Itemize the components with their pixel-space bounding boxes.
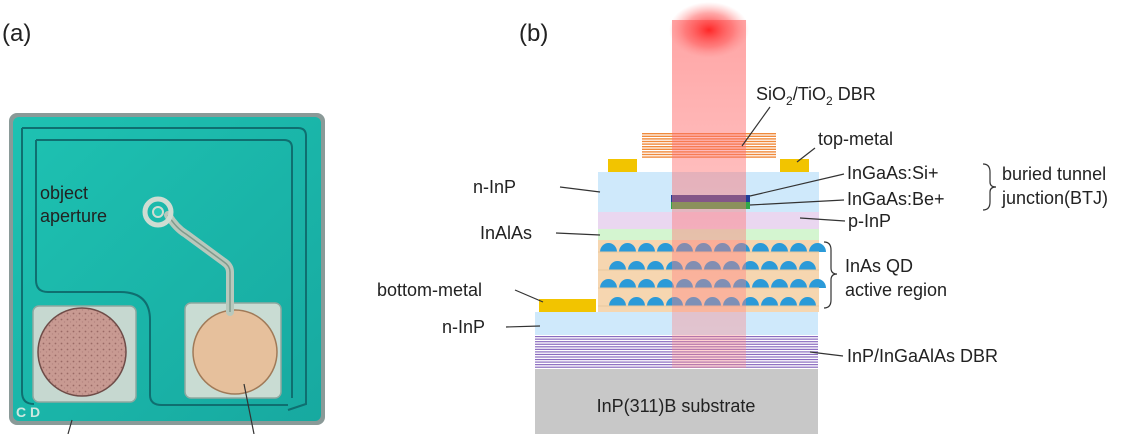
quantum-dot bbox=[761, 261, 778, 270]
top-dbr-leader bbox=[741, 106, 771, 147]
quantum-dot bbox=[771, 243, 788, 252]
p-inp-label: p-InP bbox=[848, 211, 891, 231]
aperture-ring bbox=[142, 196, 174, 228]
p-inp-leader bbox=[799, 217, 846, 222]
quantum-dot bbox=[657, 243, 674, 252]
pad-left-leader bbox=[67, 419, 73, 434]
ingaas-be-label: InGaAs:Be+ bbox=[847, 189, 945, 209]
bottom-metal-leader bbox=[514, 289, 544, 303]
btj-label-line1: buried tunnel bbox=[1002, 164, 1106, 184]
quantum-dot bbox=[619, 279, 636, 288]
bottom-dbr-label: InP/InGaAlAs DBR bbox=[847, 346, 998, 366]
microscope-image: object aperture C D bbox=[9, 113, 325, 434]
quantum-dot bbox=[742, 297, 759, 306]
quantum-dot bbox=[609, 261, 626, 270]
btj-label-line2: junction(BTJ) bbox=[1001, 188, 1108, 208]
object-aperture bbox=[152, 206, 164, 218]
quantum-dot bbox=[600, 243, 617, 252]
top-metal-right bbox=[780, 159, 809, 172]
ingaas-si-label: InGaAs:Si+ bbox=[847, 163, 939, 183]
aperture-label-line1: object bbox=[40, 183, 88, 203]
substrate-label: InP(311)B substrate bbox=[597, 396, 756, 416]
n-inp-top-leader bbox=[559, 186, 601, 193]
qd-label-line1: InAs QD bbox=[845, 256, 913, 276]
aperture-label-line2: aperture bbox=[40, 206, 107, 226]
panel-a-label: (a) bbox=[2, 20, 31, 47]
top-metal-leader bbox=[796, 147, 816, 163]
quantum-dot bbox=[809, 243, 826, 252]
trench-mesa bbox=[35, 140, 288, 406]
bottom-metal-contact bbox=[539, 299, 596, 312]
quantum-dot bbox=[600, 279, 617, 288]
trench-inner bbox=[36, 139, 293, 398]
quantum-dot bbox=[742, 261, 759, 270]
n-inp-top-label: n-InP bbox=[473, 177, 516, 197]
quantum-dot bbox=[771, 279, 788, 288]
pad-right-leader bbox=[243, 383, 255, 434]
qd-brace bbox=[823, 241, 838, 309]
quantum-dot bbox=[799, 297, 816, 306]
trench-outer bbox=[21, 127, 307, 411]
quantum-dot bbox=[638, 243, 655, 252]
inalas-label: InAlAs bbox=[480, 223, 532, 243]
chip-corner-mark: C D bbox=[16, 404, 40, 420]
quantum-dot bbox=[638, 279, 655, 288]
btj-brace bbox=[982, 163, 997, 211]
quantum-dot bbox=[657, 279, 674, 288]
n-inp-bottom-leader bbox=[505, 325, 541, 328]
quantum-dot bbox=[752, 279, 769, 288]
laser-beam bbox=[672, 20, 746, 368]
quantum-dot bbox=[628, 297, 645, 306]
quantum-dot bbox=[609, 297, 626, 306]
laser-emission-spot bbox=[669, 2, 749, 58]
bottom-metal-pad bbox=[37, 307, 127, 397]
quantum-dot bbox=[790, 243, 807, 252]
quantum-dot bbox=[799, 261, 816, 270]
ingaas-be-leader bbox=[749, 199, 845, 206]
top-metal-left bbox=[608, 159, 637, 172]
quantum-dot bbox=[790, 279, 807, 288]
substrate-layer bbox=[535, 369, 818, 434]
quantum-dot bbox=[761, 297, 778, 306]
quantum-dot bbox=[647, 297, 664, 306]
top-metal-label: top-metal bbox=[818, 129, 893, 149]
panel-b-label: (b) bbox=[519, 20, 548, 47]
metal-trace-edge bbox=[167, 214, 231, 312]
n-inp-bottom-label: n-InP bbox=[442, 317, 485, 337]
quantum-dot bbox=[809, 279, 826, 288]
top-metal-pad bbox=[192, 309, 278, 395]
top-dbr-label: SiO2/TiO2 DBR bbox=[756, 84, 876, 108]
quantum-dot bbox=[780, 297, 797, 306]
quantum-dot bbox=[647, 261, 664, 270]
quantum-dot bbox=[628, 261, 645, 270]
bottom-metal-label: bottom-metal bbox=[377, 280, 482, 300]
quantum-dot bbox=[780, 261, 797, 270]
bottom-dbr-leader bbox=[809, 351, 844, 357]
quantum-dot bbox=[752, 243, 769, 252]
ingaas-si-leader bbox=[749, 173, 845, 197]
quantum-dot bbox=[619, 243, 636, 252]
inalas-leader bbox=[555, 232, 601, 236]
qd-label-line2: active region bbox=[845, 280, 947, 300]
